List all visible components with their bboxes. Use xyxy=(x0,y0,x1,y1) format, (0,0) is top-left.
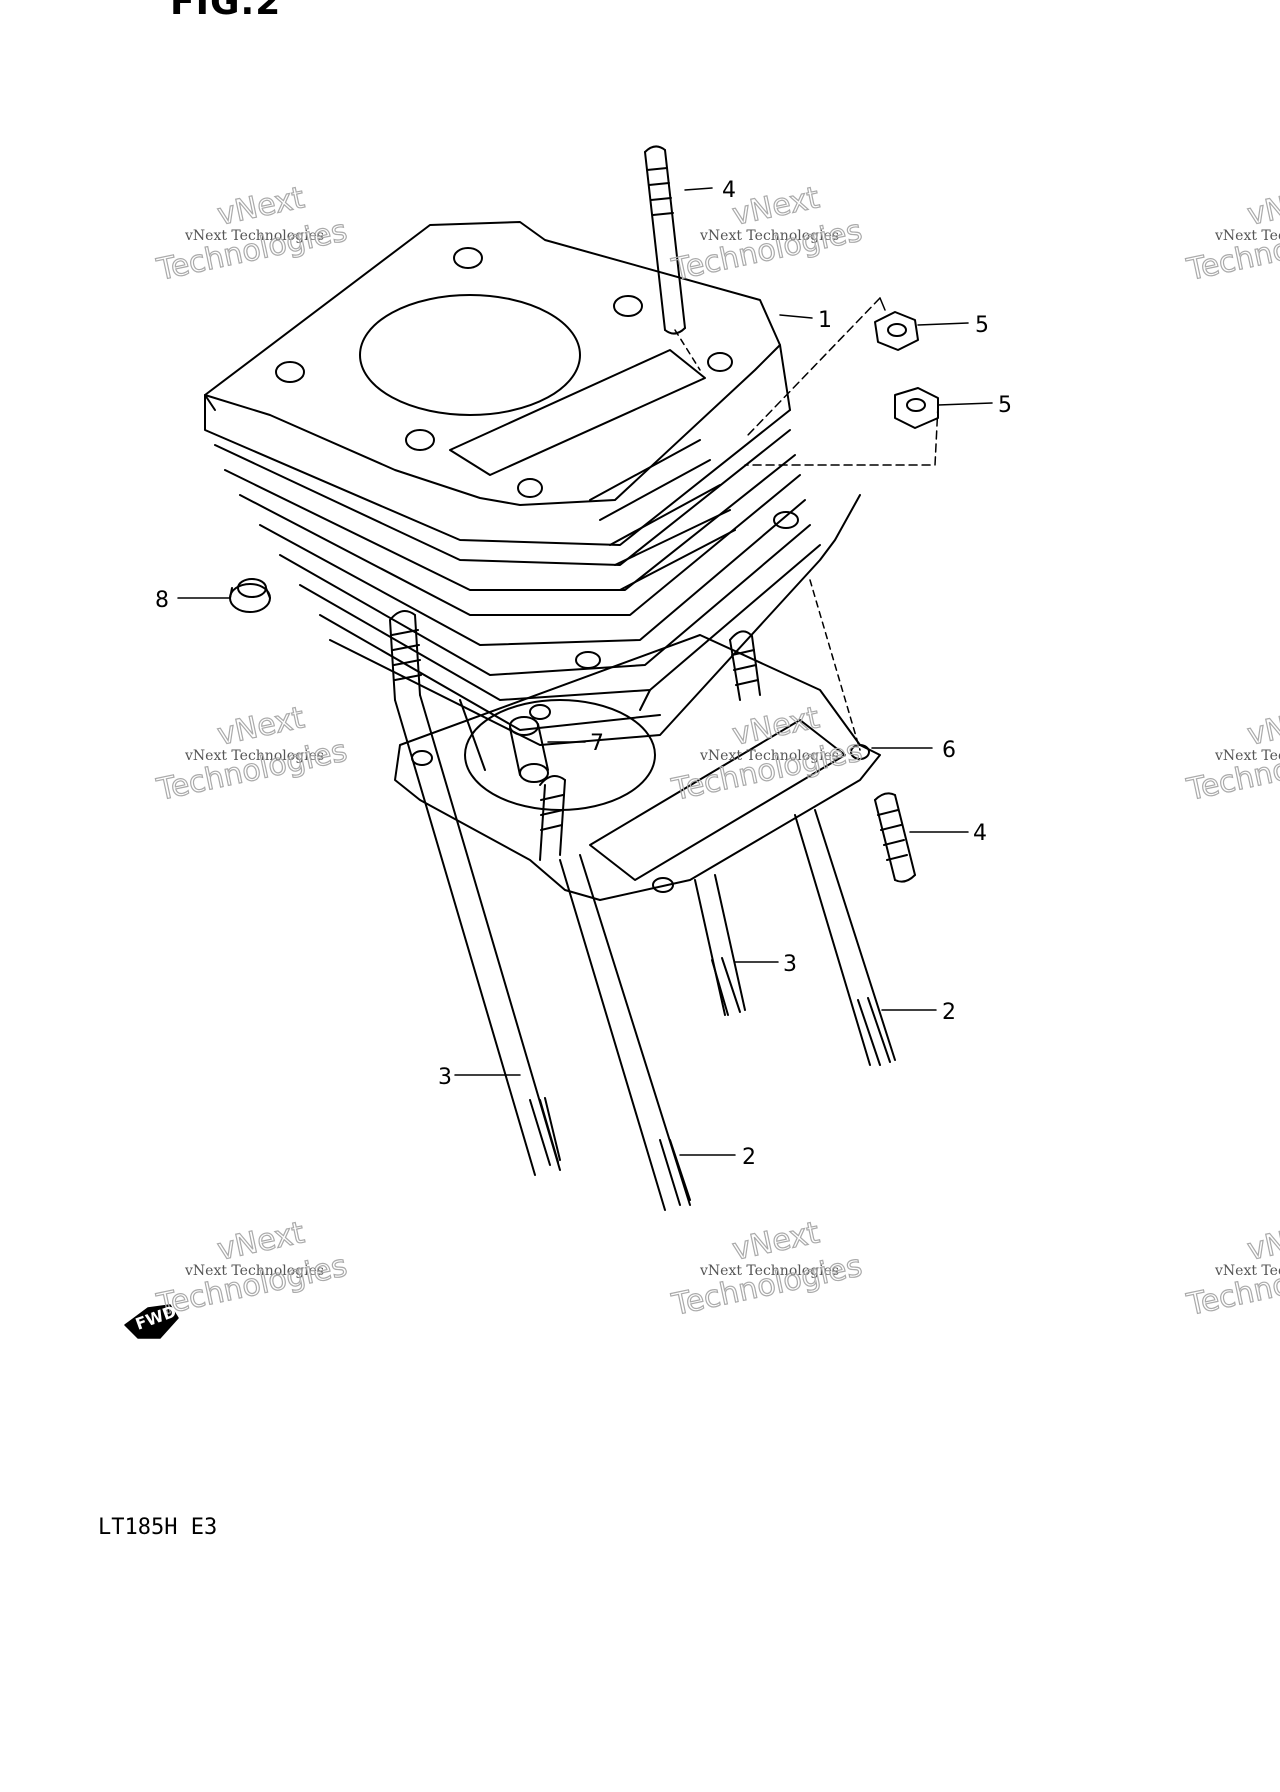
model-code: LT185H E3 xyxy=(98,1515,218,1540)
callout-labels: 4 1 5 5 8 7 6 4 3 2 3 2 xyxy=(155,178,1012,1170)
callout-5-lower: 5 xyxy=(998,393,1012,418)
svg-text:vNext Technologies: vNext Technologies xyxy=(184,228,324,244)
watermarks: vNext Technologies vNext Technologies vN… xyxy=(153,180,1280,1324)
watermark-8: vNext Technologies vNext Technologies xyxy=(668,1215,866,1324)
svg-text:vNext Technologies: vNext Technologies xyxy=(1214,748,1280,764)
callout-8: 8 xyxy=(155,588,169,613)
watermark-4: vNext Technologies vNext Technologies xyxy=(153,700,351,809)
watermark-1: vNext Technologies vNext Technologies xyxy=(153,180,351,289)
callout-4-top: 4 xyxy=(722,178,736,203)
flange-nut-upper xyxy=(875,312,918,350)
cylinder-block xyxy=(205,222,860,770)
flange-nut-lower xyxy=(895,388,938,428)
plug-cap xyxy=(230,579,270,612)
svg-text:vNext Technologies: vNext Technologies xyxy=(699,748,839,764)
svg-text:vNext: vNext xyxy=(1244,700,1280,753)
svg-text:vNext Technologies: vNext Technologies xyxy=(699,228,839,244)
callout-7: 7 xyxy=(590,731,604,756)
callout-3-right: 3 xyxy=(783,952,797,977)
svg-text:vNext Technologies: vNext Technologies xyxy=(184,748,324,764)
svg-text:vNext Technologies: vNext Technologies xyxy=(1214,1263,1280,1279)
stud-bolt-right xyxy=(875,793,915,881)
watermark-6: vNext Technologies vNext Technologies xyxy=(1183,700,1280,809)
stud-bolt-top xyxy=(645,146,685,333)
watermark-9: vNext Technologies vNext Technologies xyxy=(1183,1215,1280,1324)
figure-title: FIG.2 xyxy=(170,0,282,23)
svg-text:vNext: vNext xyxy=(1244,1215,1280,1268)
leader-lines xyxy=(178,188,992,1155)
callout-2-center: 2 xyxy=(742,1145,756,1170)
svg-text:vNext Technologies: vNext Technologies xyxy=(699,1263,839,1279)
callout-1: 1 xyxy=(818,308,832,333)
watermark-5: vNext Technologies vNext Technologies xyxy=(668,700,866,809)
watermark-3: vNext Technologies vNext Technologies xyxy=(1183,180,1280,289)
callout-6: 6 xyxy=(942,738,956,763)
callout-4-right: 4 xyxy=(973,821,987,846)
forward-direction-arrow xyxy=(125,1305,178,1338)
watermark-2: vNext Technologies vNext Technologies xyxy=(668,180,866,289)
dowel-pin xyxy=(510,717,548,782)
callout-3-left: 3 xyxy=(438,1065,452,1090)
svg-text:vNext Technologies: vNext Technologies xyxy=(184,1263,324,1279)
svg-text:vNext Technologies: vNext Technologies xyxy=(1214,228,1280,244)
callout-2-right: 2 xyxy=(942,1000,956,1025)
watermark-7: vNext Technologies vNext Technologies xyxy=(153,1215,351,1324)
long-studs xyxy=(390,611,895,1210)
svg-text:vNext: vNext xyxy=(1244,180,1280,233)
callout-5-upper: 5 xyxy=(975,313,989,338)
